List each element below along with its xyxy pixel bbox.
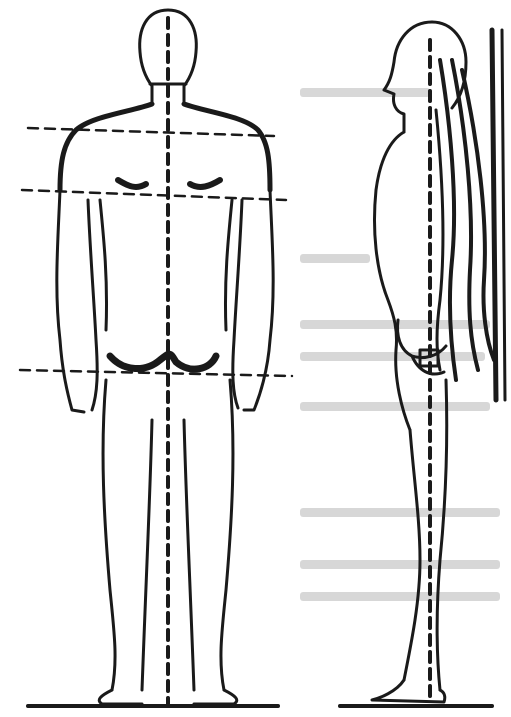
back-view-figure [20, 10, 292, 706]
side-view-figure [340, 22, 505, 706]
